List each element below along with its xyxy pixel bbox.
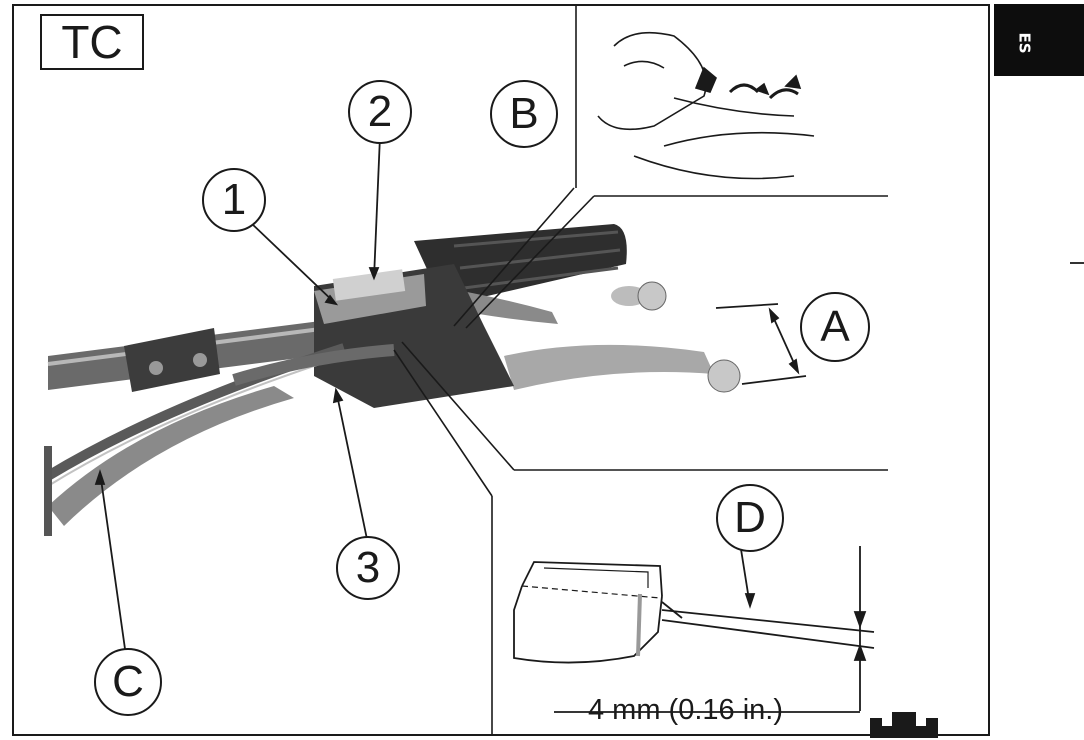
callout-b: B [490, 80, 558, 148]
dimension-a [715, 303, 807, 385]
panel-divider-lines [393, 187, 888, 734]
inset-b-illustration [575, 6, 815, 188]
reservoir-diagram [513, 546, 875, 713]
language-tab: ES [994, 4, 1084, 76]
callout-d: D [716, 484, 784, 552]
callout-c: C [94, 648, 162, 716]
callout-a: A [800, 292, 870, 362]
margin-tick [1070, 262, 1084, 264]
manual-figure: TC 1 2 3 B A C D 4 mm (0.16 in.) [12, 4, 990, 736]
crown-icon [870, 712, 938, 738]
leader-lines [94, 135, 756, 657]
callout-2: 2 [348, 80, 412, 144]
illustration [44, 6, 888, 734]
callout-3: 3 [336, 536, 400, 600]
level-measurement: 4 mm (0.16 in.) [588, 694, 783, 726]
mode-label: TC [40, 14, 144, 70]
callout-1: 1 [202, 168, 266, 232]
handlebar-photo [44, 224, 741, 536]
language-code: ES [1015, 32, 1034, 54]
